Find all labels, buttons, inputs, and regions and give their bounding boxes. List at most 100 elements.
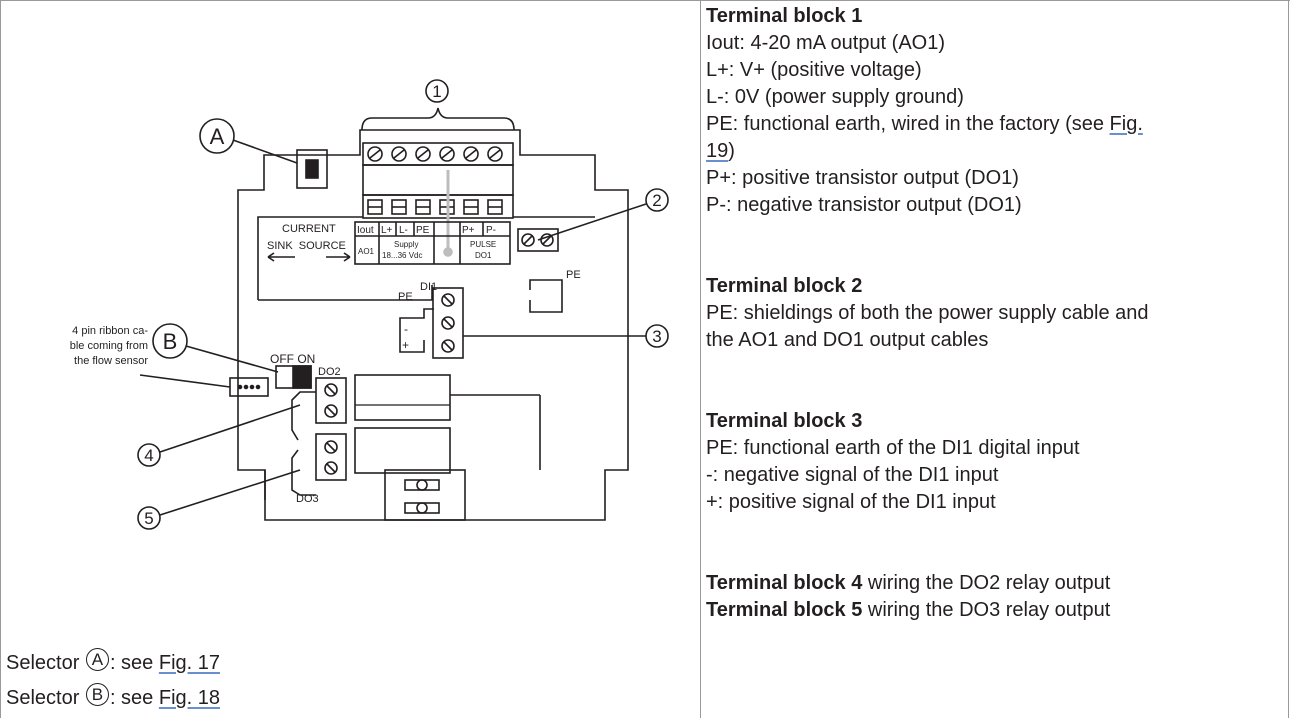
terminal-block-1-screw-icons <box>367 146 503 162</box>
label-plus: + <box>402 338 409 352</box>
label-supply: Supply <box>394 240 418 249</box>
callout-1-label: 1 <box>432 82 441 101</box>
tb3-line-plus: +: positive signal of the DI1 input <box>706 491 996 513</box>
tb4-text: wiring the DO2 relay output <box>862 572 1111 594</box>
column-divider <box>700 0 701 718</box>
ribbon-note-line-2: ble coming from <box>70 340 148 352</box>
label-pe-right: PE <box>566 269 581 281</box>
selector-b-text: : see <box>109 687 154 709</box>
tb1-title: Terminal block 1 <box>706 5 863 27</box>
current-label: CURRENT <box>282 223 336 235</box>
label-pe-di: PE <box>398 291 413 303</box>
terminal-block-1-body <box>362 164 514 196</box>
label-pulse: PULSE <box>470 240 496 249</box>
selector-b-line: Selector B: see Fig. 18 <box>6 683 220 711</box>
selector-a-switch <box>296 149 328 189</box>
callout-3-circle <box>645 324 669 348</box>
label-off-on: OFF ON <box>270 352 315 366</box>
label-di1: DI1 <box>420 281 437 293</box>
callout-a-circle <box>199 118 235 154</box>
selector-b-glyph: B <box>85 683 109 706</box>
selector-a-prefix: Selector <box>6 652 80 674</box>
callout-a-leader <box>232 139 298 164</box>
tb5-line: Terminal block 5 wiring the DO3 relay ou… <box>706 597 1110 624</box>
label-l-plus: L+ <box>381 225 393 236</box>
selector-a-text: : see <box>109 652 154 674</box>
terminal-block-2 <box>517 228 559 252</box>
tb1-line-lminus: L-: 0V (power supply ground) <box>706 86 964 108</box>
source-arrow-icon <box>326 252 351 262</box>
label-supply-range: 18...36 Vdc <box>382 251 422 260</box>
callout-2-circle <box>645 188 669 212</box>
terminal-block-1-screws <box>362 142 514 166</box>
label-l-minus: L- <box>399 225 408 236</box>
terminal-block-4 <box>315 377 347 424</box>
fig-17-link[interactable]: Fig. 17 <box>158 652 221 674</box>
terminal-block-1-socket-icons <box>367 199 503 215</box>
tb1-line-pe-cont: 19) <box>706 138 735 165</box>
terminal-label-table <box>354 221 511 265</box>
callout-a-label: A <box>210 124 225 149</box>
fig-19-link-part1[interactable]: Fig. <box>1109 113 1143 135</box>
label-p-plus: P+ <box>462 225 475 236</box>
fig-18-link[interactable]: Fig. 18 <box>158 687 221 709</box>
tb1-line-lplus: L+: V+ (positive voltage) <box>706 59 922 81</box>
tb1-pe-text: PE: functional earth, wired in the facto… <box>706 113 1104 135</box>
fig-19-link-part2[interactable]: 19 <box>706 140 729 162</box>
tb3-title: Terminal block 3 <box>706 410 863 432</box>
selector-a-knob <box>305 159 319 179</box>
tb2-line-1: PE: shieldings of both the power supply … <box>706 302 1149 324</box>
callout-b-leader <box>185 345 279 373</box>
inner-wire-left <box>257 216 363 300</box>
tb4-title: Terminal block 4 <box>706 572 863 594</box>
sink-arrow-icon <box>267 252 295 262</box>
callout-4-leader <box>159 404 301 453</box>
callout-4-label: 4 <box>144 446 153 465</box>
tb3-line-pe: PE: functional earth of the DI1 digital … <box>706 437 1080 459</box>
label-minus: - <box>404 322 408 336</box>
jumper-2 <box>404 502 440 514</box>
callout-1-bracket <box>361 107 515 131</box>
label-ao1: AO1 <box>358 247 375 256</box>
sink-source-label: SINK SOURCE <box>267 240 346 252</box>
callout-4-circle <box>137 443 161 467</box>
tb1-pe-close: ) <box>728 140 735 162</box>
terminal-4-wiring <box>291 391 316 441</box>
terminal-block-3 <box>432 287 464 359</box>
tb5-title: Terminal block 5 <box>706 599 863 621</box>
wiring-diagram-cell: 1 2 3 4 5 A B CURRENT SINK SOURCE Iout L… <box>6 79 669 711</box>
tb1-line-iout: Iout: 4-20 mA output (AO1) <box>706 32 946 54</box>
callout-2-leader <box>537 203 647 241</box>
label-do2: DO2 <box>318 366 341 378</box>
ribbon-note-line-1: 4 pin ribbon ca- <box>72 325 148 337</box>
terminal-3-wiring <box>399 308 434 353</box>
callout-b-circle <box>152 323 188 359</box>
callout-5-circle <box>137 506 161 530</box>
jumper-1 <box>404 479 440 491</box>
terminal-block-1-sockets <box>362 194 514 219</box>
ribbon-note-leader <box>139 374 231 388</box>
tb2-title: Terminal block 2 <box>706 275 863 297</box>
label-pe: PE <box>416 225 430 236</box>
callout-5-label: 5 <box>144 509 153 528</box>
pe-wire-end <box>443 247 453 257</box>
right-border <box>1288 0 1289 718</box>
label-p-minus: P- <box>486 225 496 236</box>
terminal-block-5 <box>315 433 347 481</box>
label-do1: DO1 <box>475 251 492 260</box>
callout-b-label: B <box>163 329 178 354</box>
ribbon-note-line-3: the flow sensor <box>74 355 148 367</box>
label-do3: DO3 <box>296 493 319 505</box>
callout-1-circle <box>425 79 449 103</box>
board-outline <box>237 129 629 521</box>
terminal-5-wiring <box>291 449 316 496</box>
relay-do2 <box>354 374 451 421</box>
ribbon-connector <box>229 377 269 397</box>
wiring-diagram: 1 2 3 4 5 A B CURRENT SINK SOURCE Iout L… <box>70 79 669 530</box>
terminal-2-bracket <box>529 279 563 313</box>
tb3-line-minus: -: negative signal of the DI1 input <box>706 464 999 486</box>
label-iout: Iout <box>357 225 374 236</box>
selector-a-glyph: A <box>85 648 109 671</box>
tb1-line-pminus: P-: negative transistor output (DO1) <box>706 194 1022 216</box>
top-border <box>0 0 1290 1</box>
